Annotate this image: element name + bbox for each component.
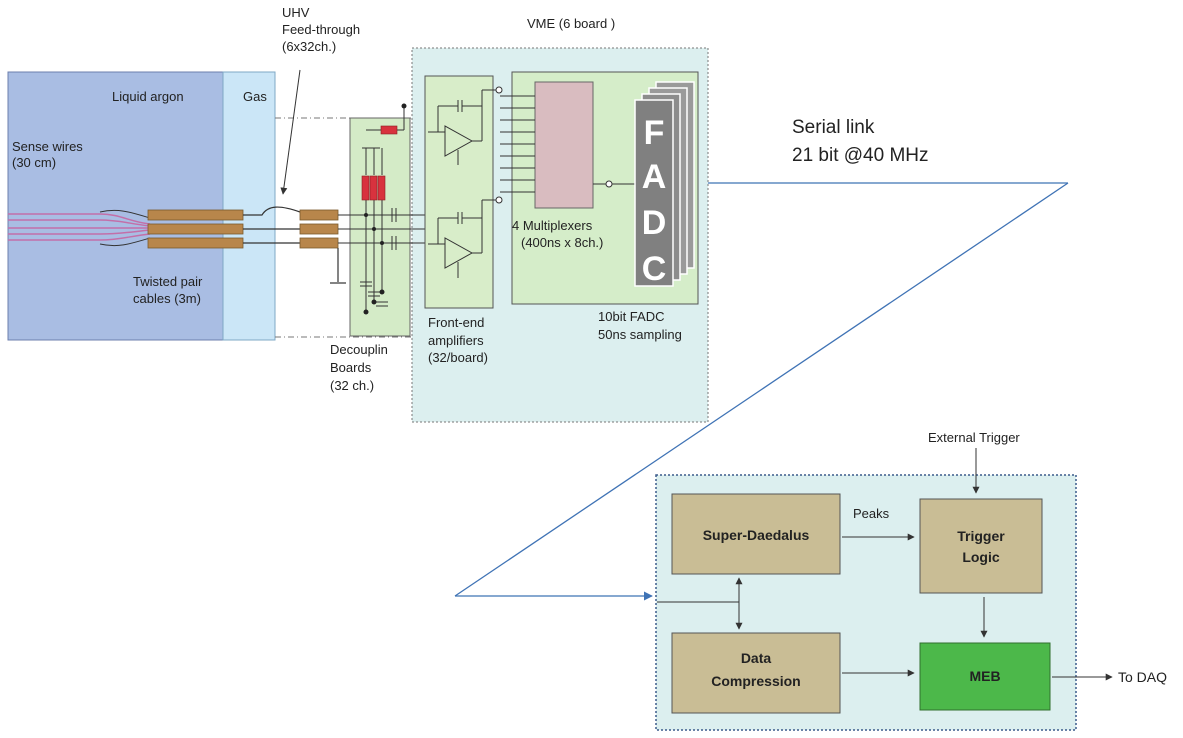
peaks-label: Peaks (853, 506, 890, 521)
gas-label: Gas (243, 89, 267, 104)
serial-link-label-1: Serial link (792, 117, 875, 138)
fadc-stack (634, 81, 695, 287)
decoupling-label-3: (32 ch.) (330, 378, 374, 393)
amplifier-bottom (428, 199, 497, 278)
data-compression-box (671, 632, 841, 714)
multiplexer-block (534, 81, 594, 209)
external-trigger-label: External Trigger (928, 430, 1020, 445)
twisted-pair-label-1: Twisted pair (133, 274, 203, 289)
serial-link-wedge (454, 182, 1069, 601)
decoupling-circuit (338, 108, 428, 310)
decoupling-label-1: Decouplin (330, 342, 388, 357)
mux-label-1: 4 Multiplexers (512, 218, 593, 233)
super-daedalus-box (671, 493, 841, 575)
fadc-letter-a: A (642, 158, 667, 196)
sense-wires-label-1: Sense wires (12, 139, 83, 154)
amp-output-nodes (495, 86, 503, 204)
fadc-label-1: 10bit FADC (598, 309, 664, 324)
frontend-label-2: amplifiers (428, 333, 484, 348)
fadc-letter-d: D (642, 204, 667, 242)
meb-box (919, 642, 1051, 711)
wire-bundle-outline (99, 209, 151, 247)
liquid-argon-label: Liquid argon (112, 89, 184, 104)
uhv-label-1: UHV (282, 5, 310, 20)
twisted-pair-cables (147, 209, 244, 249)
fadc-label-2: 50ns sampling (598, 327, 682, 342)
uhv-label-2: Feed-through (282, 22, 360, 37)
fadc-letter-c: C (642, 250, 667, 288)
uhv-feedthrough (299, 209, 339, 249)
feedthrough-arrow (280, 69, 301, 195)
trigger-logic-label-1: Trigger (957, 528, 1005, 544)
serial-link-label-2: 21 bit @40 MHz (792, 145, 929, 166)
meb-label: MEB (969, 668, 1000, 684)
gas-region (222, 71, 276, 341)
ground-symbol (330, 248, 346, 284)
frontend-label-1: Front-end (428, 315, 484, 330)
trigger-logic-label-2: Logic (962, 549, 1000, 565)
data-compression-label-2: Compression (711, 673, 800, 689)
cable-lines (243, 206, 301, 244)
frontend-amp-board (424, 75, 494, 309)
mux-output-node (605, 180, 613, 188)
vme-label: VME (6 board ) (527, 16, 615, 31)
twisted-pair-label-2: cables (3m) (133, 291, 201, 306)
decoupling-label-2: Boards (330, 360, 372, 375)
fadc-letter-f: F (644, 114, 665, 152)
data-compression-label-1: Data (741, 650, 772, 666)
sense-wires-label-2: (30 cm) (12, 155, 56, 170)
resistors (361, 125, 398, 201)
super-daedalus-label: Super-Daedalus (703, 527, 810, 543)
logic-arrows (657, 448, 1113, 681)
to-daq-label: To DAQ (1118, 669, 1167, 685)
decoupling-board (349, 117, 411, 337)
amplifier-top (428, 89, 497, 165)
circuit-nodes (363, 103, 407, 315)
liquid-argon-region (7, 71, 224, 341)
frontend-label-3: (32/board) (428, 350, 488, 365)
sense-wires (8, 213, 151, 241)
uhv-label-3: (6x32ch.) (282, 39, 336, 54)
trigger-logic-box (919, 498, 1043, 594)
mux-label-2: (400ns x 8ch.) (521, 235, 603, 250)
mux-input-lines (500, 95, 636, 193)
